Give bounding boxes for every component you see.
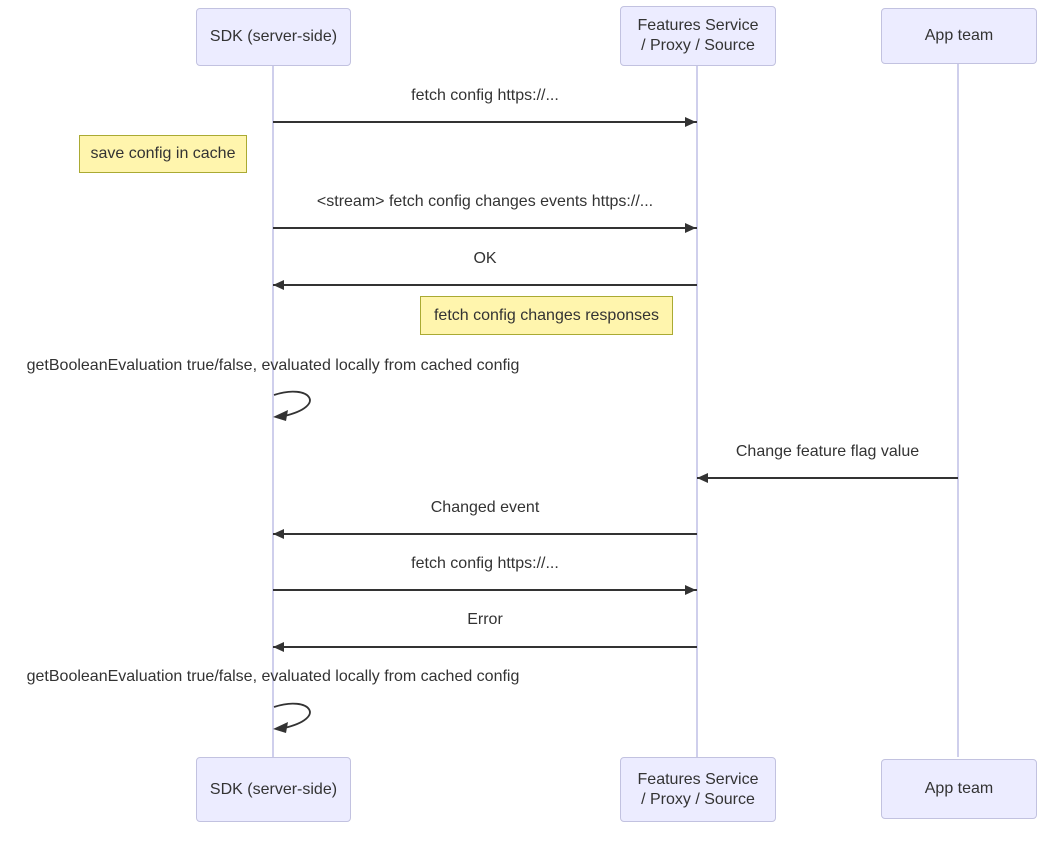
actor-bottom-app-team: App team xyxy=(881,759,1037,819)
message-label-changed-event: Changed event xyxy=(430,499,540,516)
lifeline-features-service xyxy=(696,66,698,757)
arrowhead-left-icon xyxy=(697,473,708,483)
actor-label-line2: / Proxy / Source xyxy=(641,790,755,808)
actor-label-line1: Features Service xyxy=(637,770,759,788)
message-label-error: Error xyxy=(467,611,503,628)
self-loop-arrow xyxy=(273,390,311,421)
actor-top-sdk: SDK (server-side) xyxy=(196,8,351,66)
message-label-stream-fetch: <stream> fetch config changes events htt… xyxy=(316,193,654,210)
message-label-change-feature-flag: Change feature flag value xyxy=(735,443,920,460)
message-label-ok: OK xyxy=(473,250,497,267)
actor-bottom-sdk: SDK (server-side) xyxy=(196,757,351,822)
arrowhead-right-icon xyxy=(685,585,696,595)
arrowhead-left-icon xyxy=(273,529,284,539)
actor-top-features-service: Features Service / Proxy / Source xyxy=(620,6,776,66)
arrowhead-right-icon xyxy=(685,223,696,233)
message-line xyxy=(273,227,697,229)
actor-top-app-team: App team xyxy=(881,8,1037,64)
self-loop-arrow xyxy=(273,702,311,733)
note-fetch-config-changes-responses: fetch config changes responses xyxy=(420,296,673,335)
lifeline-sdk xyxy=(272,66,274,757)
arrowhead-left-icon xyxy=(273,280,284,290)
message-label-get-boolean-evaluation-2: getBooleanEvaluation true/false, evaluat… xyxy=(26,668,520,685)
message-label-fetch-config-1: fetch config https://... xyxy=(411,87,559,104)
message-line xyxy=(697,477,958,479)
message-label-fetch-config-2: fetch config https://... xyxy=(411,555,559,572)
actor-label-line1: Features Service xyxy=(637,17,759,35)
message-line xyxy=(273,121,697,123)
lifeline-app-team xyxy=(957,64,959,757)
message-line xyxy=(273,284,697,286)
message-line xyxy=(273,646,697,648)
arrowhead-right-icon xyxy=(685,117,696,127)
actor-label-line2: / Proxy / Source xyxy=(641,37,755,54)
message-line xyxy=(273,533,697,535)
arrowhead-left-icon xyxy=(273,642,284,652)
message-label-get-boolean-evaluation-1: getBooleanEvaluation true/false, evaluat… xyxy=(26,357,520,374)
actor-bottom-features-service: Features Service / Proxy / Source xyxy=(620,757,776,822)
note-save-config-in-cache: save config in cache xyxy=(79,135,247,173)
message-line xyxy=(273,589,697,591)
